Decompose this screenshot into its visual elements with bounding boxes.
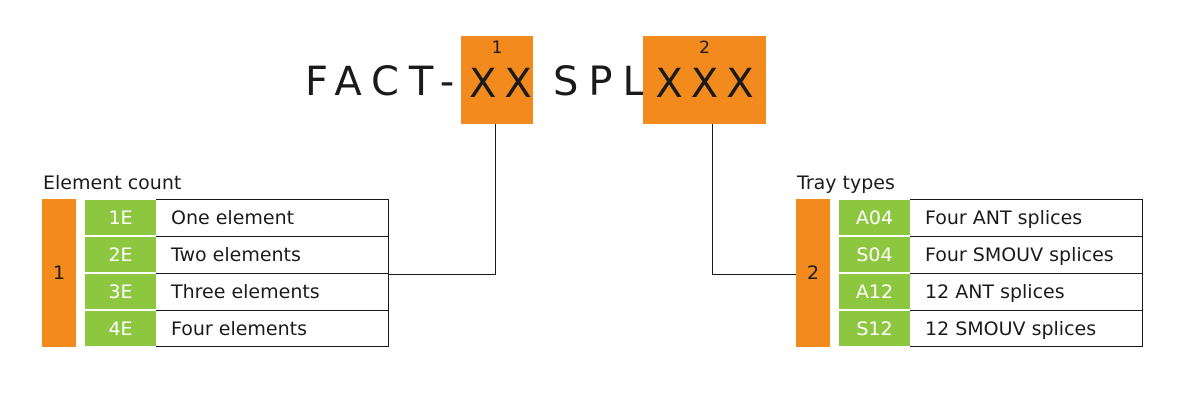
code-segment-2-number: 2: [699, 38, 710, 58]
table-row: A12 12 ANT splices: [839, 273, 1143, 310]
table-row: 2E Two elements: [85, 236, 389, 273]
row-code: A12: [839, 274, 910, 309]
row-label: Four SMOUV splices: [910, 236, 1143, 273]
element-count-title: Element count: [43, 172, 182, 194]
row-code: S12: [839, 311, 910, 346]
row-code: 4E: [85, 311, 156, 346]
row-label: 12 SMOUV splices: [910, 310, 1143, 347]
table-row: A04 Four ANT splices: [839, 199, 1143, 236]
code-segment-1-value: XX: [469, 61, 540, 107]
connector-1-horizontal: [389, 274, 496, 275]
row-code: A04: [839, 200, 910, 235]
element-count-group-number: 1: [42, 199, 76, 347]
row-code: 1E: [85, 200, 156, 235]
code-segment-2-value: XXX: [655, 61, 762, 107]
table-row: 1E One element: [85, 199, 389, 236]
connector-2-vertical: [712, 124, 713, 275]
tray-types-title: Tray types: [797, 172, 895, 194]
tray-types-group-number: 2: [796, 199, 830, 347]
code-middle: SPL: [553, 59, 655, 105]
code-segment-2-box: 2 XXX: [643, 36, 766, 124]
row-label: One element: [156, 199, 389, 236]
row-label: 12 ANT splices: [910, 273, 1143, 310]
row-label: Three elements: [156, 273, 389, 310]
connector-2-horizontal: [712, 274, 796, 275]
row-label: Four elements: [156, 310, 389, 347]
row-code: 3E: [85, 274, 156, 309]
table-row: S04 Four SMOUV splices: [839, 236, 1143, 273]
code-prefix: FACT-: [305, 59, 465, 105]
connector-1-vertical: [495, 124, 496, 275]
code-segment-1-box: 1 XX: [461, 36, 533, 124]
table-row: S12 12 SMOUV splices: [839, 310, 1143, 347]
row-label: Four ANT splices: [910, 199, 1143, 236]
table-row: 4E Four elements: [85, 310, 389, 347]
row-code: S04: [839, 237, 910, 272]
row-label: Two elements: [156, 236, 389, 273]
code-segment-1-number: 1: [491, 38, 503, 58]
table-row: 3E Three elements: [85, 273, 389, 310]
row-code: 2E: [85, 237, 156, 272]
